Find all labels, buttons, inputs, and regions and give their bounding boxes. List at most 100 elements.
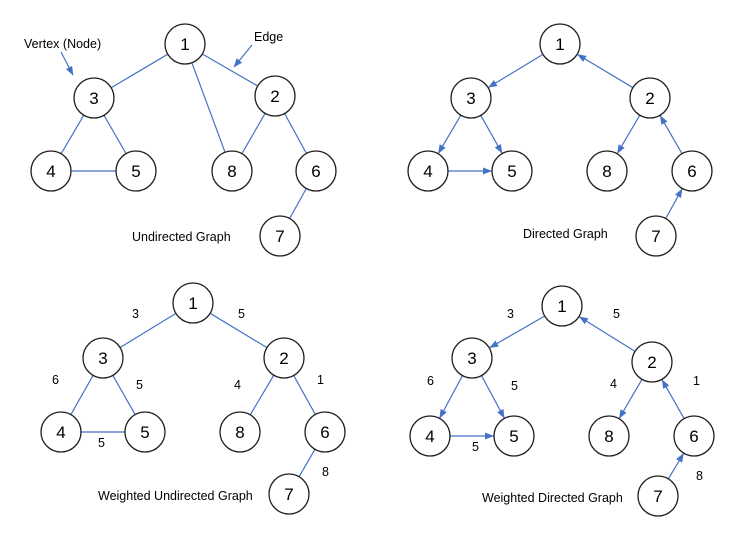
edge-2-8	[616, 114, 641, 154]
node-4	[30, 150, 72, 192]
node-label: 5	[140, 423, 149, 442]
node-label: 4	[425, 427, 434, 446]
node-2	[254, 75, 296, 117]
node-label: 3	[467, 349, 476, 368]
edge-7-6	[665, 188, 683, 219]
node-5	[493, 415, 535, 457]
node-1	[164, 23, 206, 65]
vertex-annotation-arrow	[60, 51, 74, 76]
edge-1-2	[209, 312, 267, 348]
node-label: 3	[98, 349, 107, 368]
node-label: 5	[509, 427, 518, 446]
edge-6-7	[298, 448, 316, 477]
node-4	[409, 415, 451, 457]
node-label: 5	[131, 162, 140, 181]
edge-weight-4-5: 5	[98, 436, 105, 450]
node-label: 1	[180, 35, 189, 54]
edge-2-6	[284, 113, 307, 154]
node-6	[671, 150, 713, 192]
edge-2-1	[578, 316, 636, 352]
node-2	[629, 77, 671, 119]
node-3	[73, 77, 115, 119]
edge-weight-2-8: 4	[610, 377, 617, 391]
node-label: 4	[423, 162, 432, 181]
node-2	[631, 341, 673, 383]
graph-caption: Weighted Undirected Graph	[98, 489, 253, 503]
node-7	[635, 215, 677, 257]
edge-1-8	[191, 62, 226, 153]
edge-weight-1-3: 3	[507, 307, 514, 321]
edge-3-5	[112, 375, 136, 415]
edge-6-7	[289, 188, 307, 219]
node-7	[637, 475, 679, 517]
node-label: 8	[602, 162, 611, 181]
node-label: 2	[647, 353, 656, 372]
edge-1-3	[111, 53, 169, 89]
node-1	[172, 282, 214, 324]
edge-weight-6-2: 1	[693, 374, 700, 388]
node-5	[124, 411, 166, 453]
edge-weight-2-8: 4	[234, 378, 241, 392]
edge-annotation-label: Edge	[254, 30, 283, 44]
node-label: 7	[653, 487, 662, 506]
node-label: 1	[557, 297, 566, 316]
node-label: 7	[651, 227, 660, 246]
graph-caption: Weighted Directed Graph	[482, 491, 623, 505]
node-3	[82, 337, 124, 379]
edge-weight-2-6: 1	[317, 373, 324, 387]
node-label: 6	[689, 427, 698, 446]
node-6	[295, 150, 337, 192]
node-label: 1	[188, 294, 197, 313]
edge-weight-1-2: 5	[238, 307, 245, 321]
edge-weight-4-5: 5	[472, 440, 479, 454]
node-label: 2	[279, 349, 288, 368]
node-8	[588, 415, 630, 457]
edge-1-2	[201, 53, 258, 87]
node-8	[219, 411, 261, 453]
node-label: 7	[275, 227, 284, 246]
edge-6-2	[661, 379, 685, 419]
node-7	[268, 473, 310, 515]
node-label: 7	[284, 485, 293, 504]
edge-7-6	[667, 453, 685, 480]
node-label: 4	[56, 423, 65, 442]
edge-weight-1-3: 3	[132, 307, 139, 321]
node-8	[586, 150, 628, 192]
node-8	[211, 150, 253, 192]
edge-2-8	[249, 374, 275, 415]
node-6	[673, 415, 715, 457]
edge-3-4	[437, 114, 462, 154]
edge-3-5	[480, 115, 503, 154]
node-3	[451, 337, 493, 379]
node-1	[541, 285, 583, 327]
node-label: 8	[227, 162, 236, 181]
edge-1-3	[488, 53, 544, 88]
node-5	[115, 150, 157, 192]
node-label: 8	[235, 423, 244, 442]
node-6	[304, 411, 346, 453]
edge-weight-3-5: 5	[136, 378, 143, 392]
edge-1-3	[120, 312, 177, 348]
node-label: 6	[320, 423, 329, 442]
graph-caption: Directed Graph	[523, 227, 608, 241]
node-label: 2	[270, 87, 279, 106]
edge-3-5	[103, 115, 127, 154]
graph-caption: Undirected Graph	[132, 230, 231, 244]
edge-weight-3-5: 5	[511, 379, 518, 393]
edge-weight-7-6: 8	[696, 469, 703, 483]
node-label: 6	[687, 162, 696, 181]
node-1	[539, 23, 581, 65]
edge-weight-6-7: 8	[322, 465, 329, 479]
edge-annotation-arrow	[233, 44, 253, 68]
node-label: 5	[507, 162, 516, 181]
edge-3-4	[70, 375, 94, 415]
node-2	[263, 337, 305, 379]
node-7	[259, 215, 301, 257]
edge-weight-3-4: 6	[427, 374, 434, 388]
